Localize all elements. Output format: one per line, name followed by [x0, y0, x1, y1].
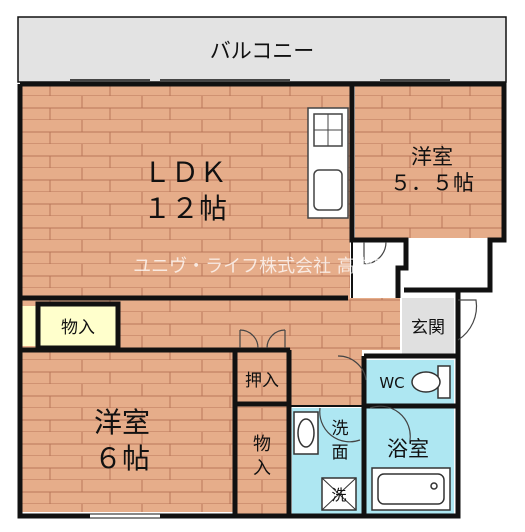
western-room-6-floor: [22, 352, 234, 512]
balcony-label: バルコニー: [210, 39, 315, 63]
washer-label: 洗: [331, 486, 346, 504]
entrance-floor: [402, 298, 454, 354]
doors: [239, 241, 478, 443]
washroom-label-line1: 洗: [332, 419, 349, 439]
watermark: ユニヴ・ライフ株式会社 高槻店: [133, 256, 391, 277]
storage-top-floor: [40, 306, 116, 346]
western-6-label-line1: 洋室: [94, 406, 150, 439]
western-55-label-line2: ５．５帖: [390, 171, 474, 195]
thin-walls: [289, 240, 364, 516]
ldk-label-line2: １２帖: [143, 192, 227, 225]
hallway-floor-lower: [290, 350, 362, 406]
side-cabinet: [22, 306, 36, 346]
wc-label: WC: [379, 374, 404, 392]
washbasin-icon: [293, 411, 319, 455]
windows: [70, 79, 450, 518]
storage-bottom-label-line2: 入: [253, 458, 271, 479]
closet-floor: [237, 352, 287, 402]
washroom-label-line2: 面: [332, 443, 349, 463]
balcony-area: [17, 16, 507, 83]
toilet-icon: [411, 365, 451, 399]
closet-label: 押入: [245, 371, 279, 391]
bath-label: 浴室: [387, 437, 429, 461]
sink-icon: [313, 169, 343, 211]
entrance-label: 玄関: [411, 318, 445, 338]
walls: [17, 81, 507, 519]
storage-bottom-label-line1: 物: [253, 434, 271, 455]
western-55-label-line1: 洋室: [411, 145, 453, 169]
ldk-label-line1: ＬＤＫ: [143, 156, 227, 189]
ldk-floor: [22, 86, 350, 298]
storage-top-label: 物入: [61, 318, 95, 338]
storage-bottom-floor: [237, 406, 287, 514]
western-6-label-line2: ６帖: [94, 442, 150, 475]
western-room-55-floor: [355, 86, 502, 238]
bathtub-icon: [371, 467, 451, 511]
